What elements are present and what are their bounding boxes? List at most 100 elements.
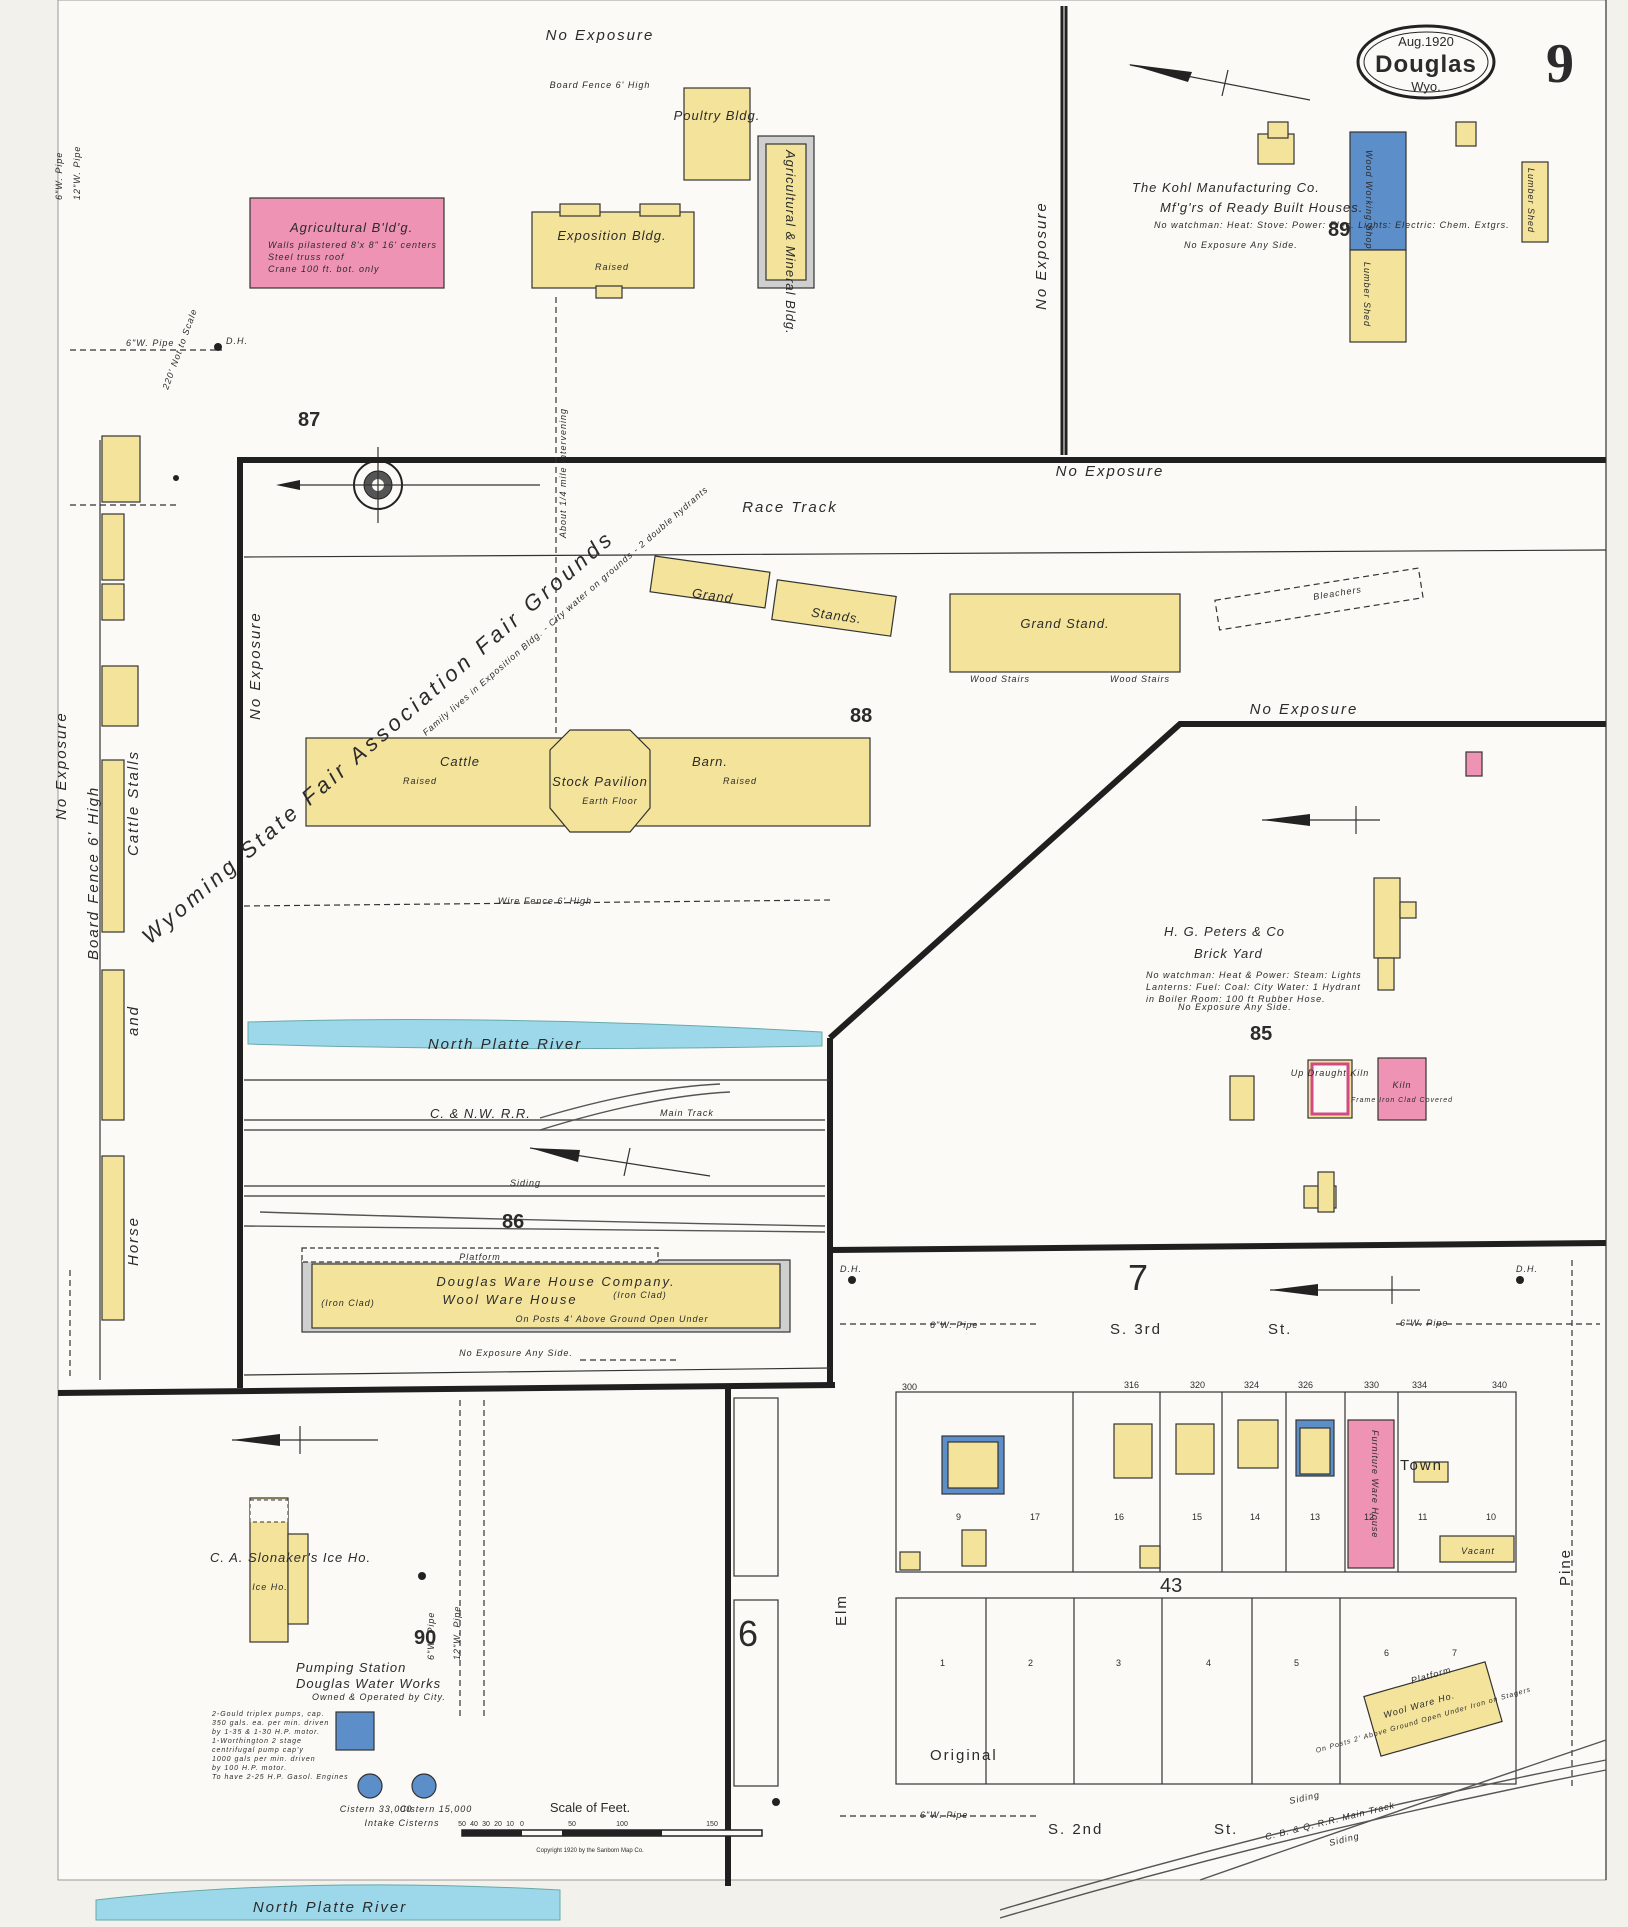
address-number: 300 — [902, 1382, 917, 1392]
peters-notes-1: No watchman: Heat & Power: Steam: Lights — [1146, 970, 1362, 980]
lot-number: 17 — [1030, 1512, 1040, 1522]
pumping-note-6: 1000 gals per min. driven — [212, 1756, 316, 1763]
warehouse-sub: Wool Ware House — [442, 1292, 577, 1307]
no-exposure-top-label: No Exposure — [546, 27, 655, 44]
vacant-label: Vacant — [1461, 1546, 1495, 1556]
grand-label: Grand — [691, 585, 734, 606]
hydrant-icon — [173, 475, 179, 481]
street-elm-label: Elm — [833, 1594, 850, 1626]
street-st-label: St. — [1268, 1321, 1292, 1338]
exposition-building: Exposition Bldg. Raised — [531, 203, 695, 299]
warehouse-posts-note: On Posts 4' Above Ground Open Under — [516, 1314, 709, 1324]
horse-label: Horse — [125, 1216, 142, 1266]
warehouse-platform-label: Platform — [459, 1252, 501, 1262]
scale-tick-label: 40 — [470, 1821, 478, 1828]
furniture-warehouse-label: Furniture Ware House — [1370, 1430, 1380, 1538]
hydrant-icon — [418, 1572, 426, 1580]
board-fence-west-label: Board Fence 6' High — [85, 786, 102, 960]
agricultural-note-2: Steel truss roof — [268, 252, 345, 262]
lot-numbers-bottom: 1 2 3 4 5 6 7 — [940, 1648, 1457, 1668]
block-number-88: 88 — [850, 705, 872, 727]
kohl-subtitle: Mf'g'rs of Ready Built Houses. — [1160, 200, 1363, 215]
pumping-subtitle: Douglas Water Works — [296, 1676, 441, 1691]
mineral-label: Agricultural & Mineral Bldg. — [783, 149, 798, 335]
lot-number: 1 — [940, 1658, 945, 1668]
peters-no-exposure: No Exposure Any Side. — [1178, 1002, 1292, 1012]
lot-number: 7 — [1452, 1648, 1457, 1658]
up-draught-kiln-label: Up Draught Kiln — [1291, 1068, 1370, 1078]
warehouse-iron-clad-2: (Iron Clad) — [613, 1290, 667, 1300]
grand-stands-small: Grand Stands. — [649, 555, 897, 637]
north-arrow-icon — [1262, 806, 1380, 834]
wood-working-label: Wood Working Shop — [1364, 150, 1374, 250]
kohl-no-exposure: No Exposure Any Side. — [1184, 240, 1298, 250]
title-date: Aug.1920 — [1398, 34, 1454, 49]
peters-subtitle: Brick Yard — [1194, 946, 1263, 961]
w-pipe-vertical-label: 6"W. Pipe — [54, 152, 64, 200]
copyright: Copyright 1920 by the Sanborn Map Co. — [536, 1848, 644, 1854]
cattle-stalls-label: Cattle Stalls — [125, 750, 142, 856]
no-exposure-inner-label: No Exposure — [247, 611, 264, 720]
kohl-buildings: Wood Working Shop Lumber Shed Lumber She… — [1257, 121, 1549, 343]
pipe-label-s3rd-east: 6"W. Pipe — [1400, 1318, 1448, 1328]
poultry-building: Poultry Bldg. — [674, 87, 759, 181]
lot-number: 5 — [1294, 1658, 1299, 1668]
street-pine-label: Pine — [1557, 1548, 1574, 1586]
scale-tick-label: 30 — [482, 1821, 490, 1828]
ice-ho-label: Ice Ho. — [252, 1582, 288, 1592]
cistern-1-label: Cistern 33,000 — [340, 1804, 413, 1814]
exposition-raised: Raised — [595, 262, 629, 272]
town-label: Town — [1400, 1457, 1443, 1474]
address-numbers: 300 316 320 324 326 330 334 340 — [902, 1380, 1507, 1392]
pipe-label-s2nd: 6"W. Pipe — [920, 1810, 968, 1820]
scale-title: Scale of Feet. — [550, 1800, 630, 1815]
address-number: 334 — [1412, 1380, 1427, 1390]
title-box: Aug.1920 Douglas Wyo. — [1356, 24, 1496, 100]
pumping-note-5: centrifugal pump cap'y — [212, 1747, 304, 1754]
stock-pavilion-label: Stock Pavilion — [552, 774, 648, 789]
compass-rose-icon — [276, 447, 540, 523]
race-track-label: Race Track — [742, 499, 838, 516]
w-pipe-label: 6"W. Pipe — [126, 338, 174, 348]
intake-label: Intake Cisterns — [364, 1818, 439, 1828]
peters-notes-2: Lanterns: Fuel: Coal: City Water: 1 Hydr… — [1146, 982, 1361, 992]
agricultural-building: Agricultural B'ld'g. Walls pilastered 8'… — [249, 197, 445, 289]
pumping-note-3: by 1-35 & 1-30 H.P. motor. — [212, 1729, 320, 1736]
lot-number: 12 — [1364, 1512, 1374, 1522]
douglas-warehouse: Platform Douglas Ware House Company. Woo… — [301, 1247, 791, 1333]
kohl-name: The Kohl Manufacturing Co. — [1132, 180, 1320, 195]
lot-number: 15 — [1192, 1512, 1202, 1522]
scale-tick-label: 0 — [520, 1821, 524, 1828]
lot-number: 11 — [1418, 1512, 1427, 1522]
peters-name: H. G. Peters & Co — [1164, 924, 1285, 939]
block-number-43: 43 — [1160, 1575, 1182, 1597]
river-label: North Platte River — [428, 1036, 582, 1053]
street-lines — [57, 0, 1607, 1886]
board-fence-top-label: Board Fence 6' High — [550, 80, 651, 90]
no-exposure-west-label: No Exposure — [53, 711, 70, 820]
address-number: 316 — [1124, 1380, 1139, 1390]
warehouse-iron-clad-1: (Iron Clad) — [321, 1298, 375, 1308]
street-s3rd-label: S. 3rd — [1110, 1321, 1162, 1338]
lot-numbers-top: 9 17 16 15 14 13 12 11 10 — [956, 1512, 1496, 1522]
cattle-label: Cattle — [440, 754, 480, 769]
block-number-87: 87 — [298, 409, 320, 431]
grand-stand-label: Grand Stand. — [1020, 616, 1109, 631]
lot-number: 13 — [1310, 1512, 1320, 1522]
hydrant-icon — [214, 343, 222, 351]
sheet-number: 9 — [1546, 33, 1574, 95]
w-pipe-12-vertical-label: 12"W. Pipe — [72, 146, 82, 200]
bleachers: Bleachers — [1214, 567, 1424, 631]
cattle-raised-label: Raised — [403, 776, 437, 786]
lot-number: 10 — [1486, 1512, 1496, 1522]
address-number: 320 — [1190, 1380, 1205, 1390]
lumber-shed-label-2: Lumber Shed — [1526, 168, 1536, 233]
wood-stairs-label-2: Wood Stairs — [1110, 674, 1170, 684]
street-st2-label: St. — [1214, 1821, 1238, 1838]
warehouse-no-exposure: No Exposure Any Side. — [459, 1348, 573, 1358]
peters-notes-3: in Boiler Room: 100 ft Rubber Hose. — [1146, 994, 1326, 1004]
block-number-85: 85 — [1250, 1023, 1272, 1045]
exposition-label: Exposition Bldg. — [557, 228, 666, 243]
